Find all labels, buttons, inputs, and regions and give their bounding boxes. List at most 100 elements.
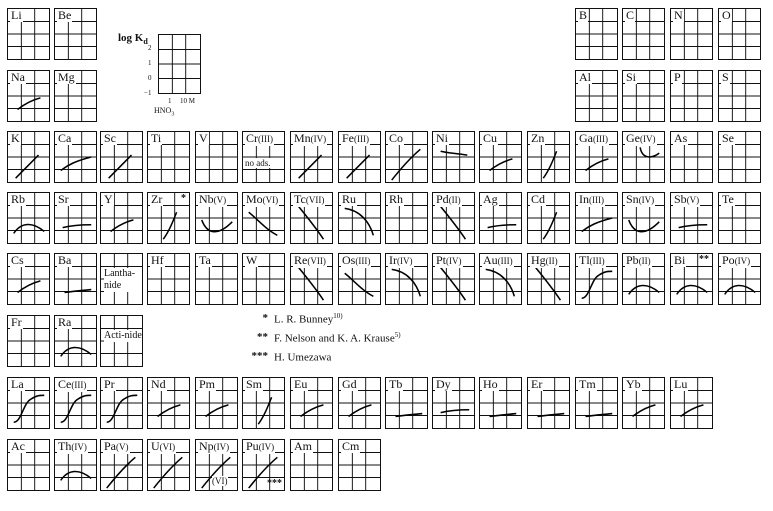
oxidation-state: (IV) (310, 134, 327, 144)
kd-curve-ba (64, 288, 92, 294)
cell-grid (339, 193, 380, 243)
kd-curve-nb (201, 219, 233, 233)
element-symbol: W (245, 253, 259, 267)
legend-box (158, 34, 201, 94)
element-symbol: U(VI) (150, 439, 177, 454)
oxidation-state: (V) (686, 195, 700, 205)
cell-grid (576, 9, 617, 59)
cell-grid (8, 440, 49, 490)
element-symbol: Li (10, 8, 23, 22)
kd-curve-cu (489, 158, 513, 172)
element-cell-k: K (7, 131, 50, 183)
kd-curve-ce (60, 394, 92, 423)
kd-curve-yb (632, 404, 656, 418)
element-symbol: V (198, 131, 209, 145)
element-cell-pt: Pt(IV) (432, 253, 475, 305)
element-cell-ru: Ru (338, 192, 381, 244)
kd-curve-in (581, 217, 613, 233)
element-symbol: Gd (341, 377, 358, 391)
element-cell-pa: Pa(V) (100, 439, 143, 491)
oxidation-state: (III) (354, 134, 369, 144)
cell-grid (101, 193, 142, 243)
element-symbol: Sm (245, 377, 264, 391)
element-cell-ba: Ba (54, 253, 97, 305)
element-symbol: Hg(II) (530, 253, 559, 268)
element-symbol: Po(IV) (721, 253, 752, 268)
oxidation-state: (IV) (638, 195, 655, 205)
element-symbol: Ta (198, 253, 212, 267)
legend-ylabel: log Kd (118, 32, 148, 47)
element-cell-w: W (242, 253, 285, 305)
element-cell-ti: Ti (147, 131, 190, 183)
reference-2-stars: ** (257, 331, 268, 343)
oxidation-state: (III) (589, 195, 604, 205)
element-symbol: Cr(III) (245, 131, 274, 146)
lanthanide-cell-label: Lantha-nide (104, 268, 142, 292)
element-symbol: Nd (150, 377, 167, 391)
kd-curve-pa (106, 456, 136, 489)
element-symbol: Pb(II) (625, 253, 652, 268)
element-cell-tl: Tl(III) (575, 253, 618, 305)
element-cell-p: P (670, 70, 713, 122)
element-cell-pu: Pu(IV)*** (242, 439, 285, 491)
legend-ytick-0: 0 (148, 74, 152, 82)
element-cell-cd: Cd (527, 192, 570, 244)
element-symbol: Be (57, 8, 73, 22)
element-symbol: Tm (578, 377, 597, 391)
oxidation-state: (III) (593, 134, 608, 144)
element-cell-cs: Cs (7, 253, 50, 305)
element-cell-mn: Mn(IV) (290, 131, 333, 183)
element-symbol: Si (625, 70, 638, 84)
element-cell-o: O (718, 8, 761, 60)
element-symbol: Sr (57, 192, 70, 206)
element-symbol: La (10, 377, 25, 391)
kd-curve-cs (17, 280, 41, 294)
element-cell-v: V (195, 131, 238, 183)
element-symbol: Ru (341, 192, 358, 206)
element-symbol: Pa(V) (103, 439, 130, 454)
element-symbol: Pu(IV) (245, 439, 276, 454)
element-symbol: As (673, 131, 689, 145)
kd-curve-ir (391, 268, 422, 297)
reference-mark: ** (699, 254, 709, 265)
element-cell-la: La (7, 377, 50, 429)
element-symbol: Cs (10, 253, 25, 267)
element-symbol: Cd (530, 192, 547, 206)
legend-xunit: HNO3 (154, 106, 175, 118)
oxidation-state: (VII) (307, 256, 326, 266)
element-cell-ra: Ra (54, 315, 97, 367)
element-symbol: Ba (57, 253, 73, 267)
element-symbol: K (10, 131, 21, 145)
kd-curve-sn (628, 219, 660, 233)
element-symbol: Lu (673, 377, 689, 391)
element-symbol: Os(III) (341, 253, 372, 268)
element-symbol: Ag (482, 192, 499, 206)
kd-curve-ca (60, 156, 92, 172)
element-cell-zn: Zn (527, 131, 570, 183)
element-symbol: Rh (388, 192, 405, 206)
kd-curve-mn (298, 154, 323, 179)
element-symbol: C (625, 8, 636, 22)
oxidation-state: (IV) (71, 442, 87, 452)
element-symbol: Pd(II) (435, 192, 462, 207)
element-symbol: Mg (57, 70, 76, 84)
element-cell-mo: Mo(VI) (242, 192, 285, 244)
element-symbol: Y (103, 192, 114, 206)
element-symbol: Ti (150, 131, 163, 145)
element-symbol: Th(IV) (57, 439, 88, 454)
element-symbol: Yb (625, 377, 642, 391)
element-cell-sc: Sc (100, 131, 143, 183)
reference-3-text: H. Umezawa (274, 351, 332, 364)
kd-curve-gd (348, 404, 372, 418)
element-symbol: Ho (482, 377, 499, 391)
element-symbol: Rb (10, 192, 27, 206)
element-cell-na: Na (7, 70, 50, 122)
element-cell-te: Te (718, 192, 761, 244)
element-cell-pm: Pm (195, 377, 238, 429)
kd-curve-co (391, 148, 421, 181)
element-symbol: Er (530, 377, 544, 391)
kd-curve-th (60, 470, 92, 481)
kd-curve-pd (440, 205, 467, 240)
kd-curve-sm (257, 396, 273, 425)
